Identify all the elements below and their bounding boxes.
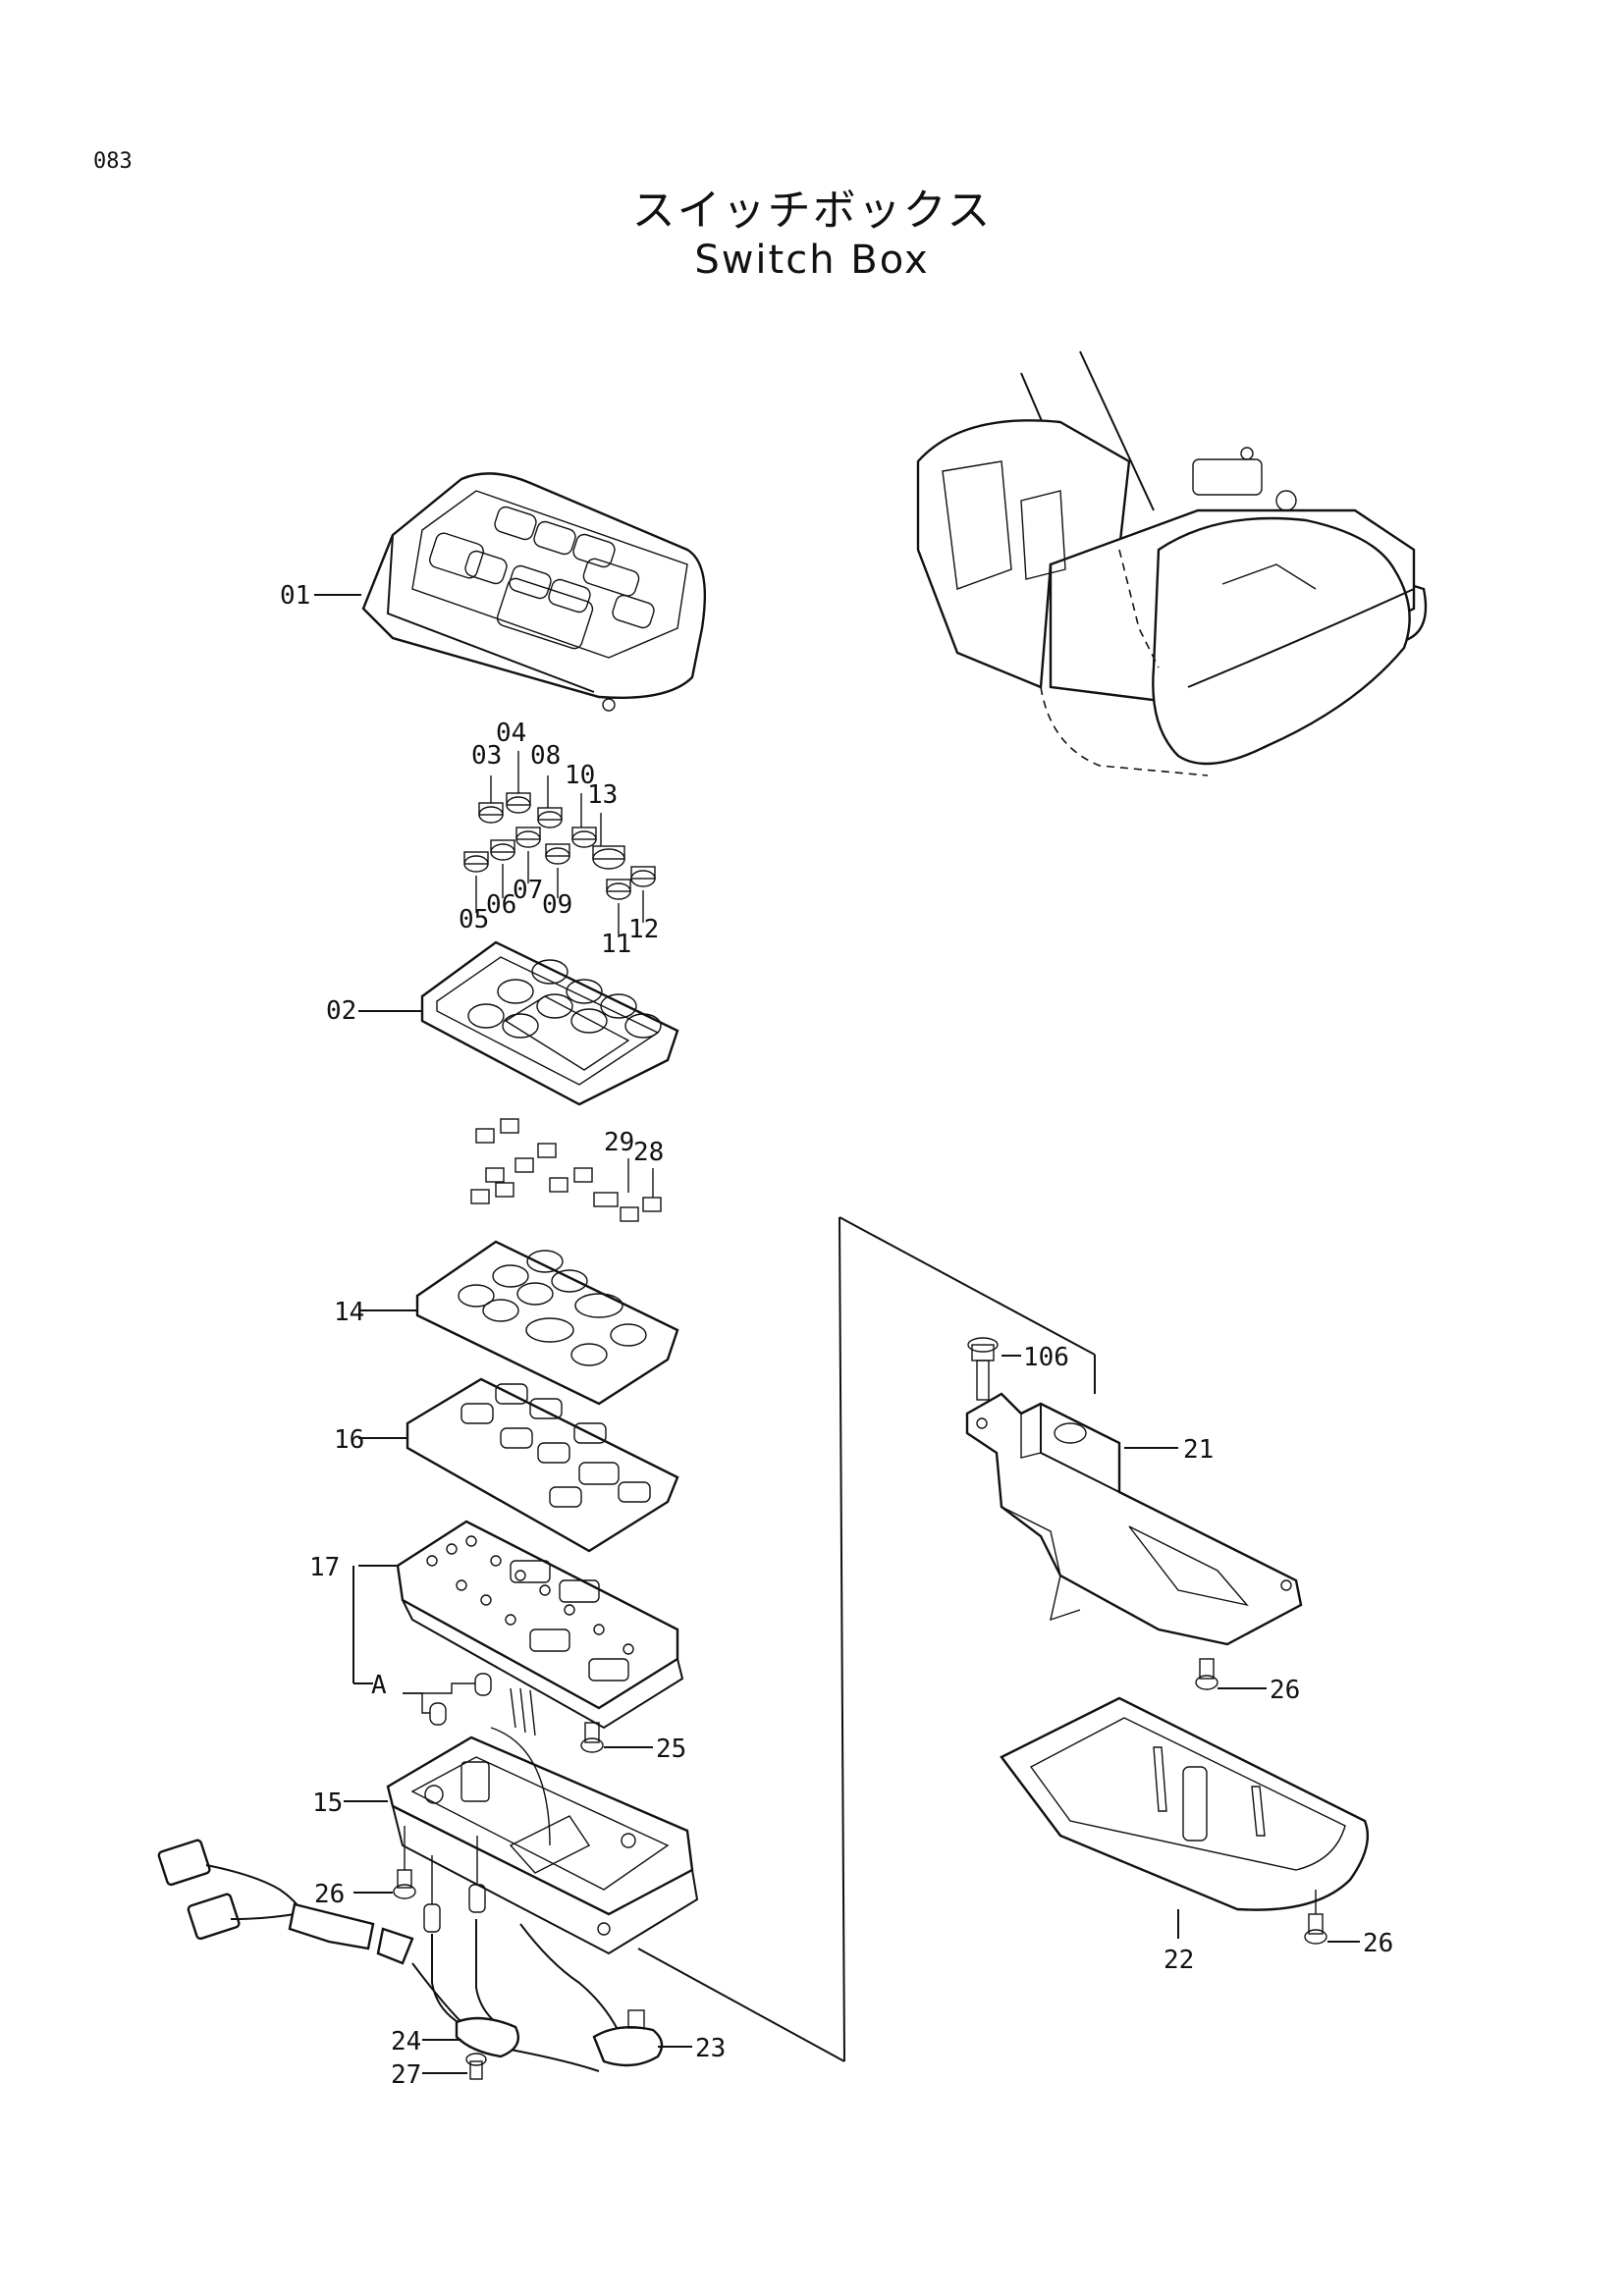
assembly-guide-lines	[637, 1216, 1096, 2062]
callout-26-middle: 26	[1270, 1676, 1300, 1705]
callout-16: 16	[334, 1425, 364, 1455]
callout-10: 10	[565, 761, 595, 790]
knob-parts-03-to-13	[463, 751, 656, 937]
screw-25	[580, 1722, 653, 1753]
wire-harness-24	[157, 1836, 624, 2072]
callout-06: 06	[486, 890, 516, 920]
screw-27	[422, 2053, 487, 2080]
callout-13: 13	[587, 780, 618, 810]
screw-26-left	[353, 1826, 416, 1899]
callout-07: 07	[513, 876, 543, 905]
callout-04: 04	[496, 719, 526, 748]
callout-23: 23	[695, 2034, 726, 2063]
part-14-button-membrane	[358, 1240, 679, 1406]
callout-26-lower: 26	[1363, 1929, 1393, 1958]
callout-03: 03	[471, 741, 502, 771]
callout-26-left: 26	[314, 1880, 345, 1909]
callout-25: 25	[656, 1735, 686, 1764]
title-english: Switch Box	[694, 238, 930, 283]
callout-21: 21	[1183, 1435, 1214, 1465]
part-16-rubber-sheet	[358, 1377, 679, 1553]
screw-26-lower	[1304, 1890, 1360, 1945]
callout-24: 24	[391, 2027, 421, 2056]
lamp-caps-28-29	[470, 1118, 662, 1222]
part-15-lower-housing	[344, 1727, 699, 1955]
callout-01: 01	[280, 581, 310, 611]
excavator-overview-illustration	[916, 350, 1428, 776]
detail-a-lamps	[403, 1673, 492, 1726]
callout-22: 22	[1164, 1946, 1194, 1975]
callout-106: 106	[1023, 1343, 1069, 1372]
callout-12: 12	[628, 915, 659, 944]
callout-02: 02	[326, 996, 356, 1026]
part-01-switch-cover	[314, 472, 707, 712]
callout-labels: 01 04 03 08 10 13 05 06 07 09 11 12 02 2…	[280, 581, 1393, 2090]
callout-29: 29	[604, 1128, 634, 1157]
bolt-106	[967, 1337, 1021, 1401]
callout-11: 11	[601, 930, 631, 959]
callout-09: 09	[542, 890, 572, 920]
part-23-end-cap	[592, 2009, 692, 2067]
callout-15: 15	[312, 1789, 343, 1818]
page-number: 083	[93, 149, 133, 174]
callout-14: 14	[334, 1298, 364, 1327]
title-japanese: スイッチボックス	[631, 186, 993, 236]
screw-26-middle	[1195, 1658, 1267, 1690]
callout-08: 08	[530, 741, 561, 771]
callout-27: 27	[391, 2060, 421, 2090]
part-02-keypad-frame	[358, 940, 679, 1106]
part-22-lower-cover	[1000, 1696, 1369, 1939]
part-17-circuit-board	[352, 1520, 684, 1736]
callout-05: 05	[459, 905, 489, 934]
part-21-mounting-bracket	[965, 1392, 1303, 1646]
callout-28: 28	[633, 1138, 664, 1167]
callout-detail-a: A	[371, 1671, 387, 1700]
callout-17: 17	[309, 1553, 340, 1582]
